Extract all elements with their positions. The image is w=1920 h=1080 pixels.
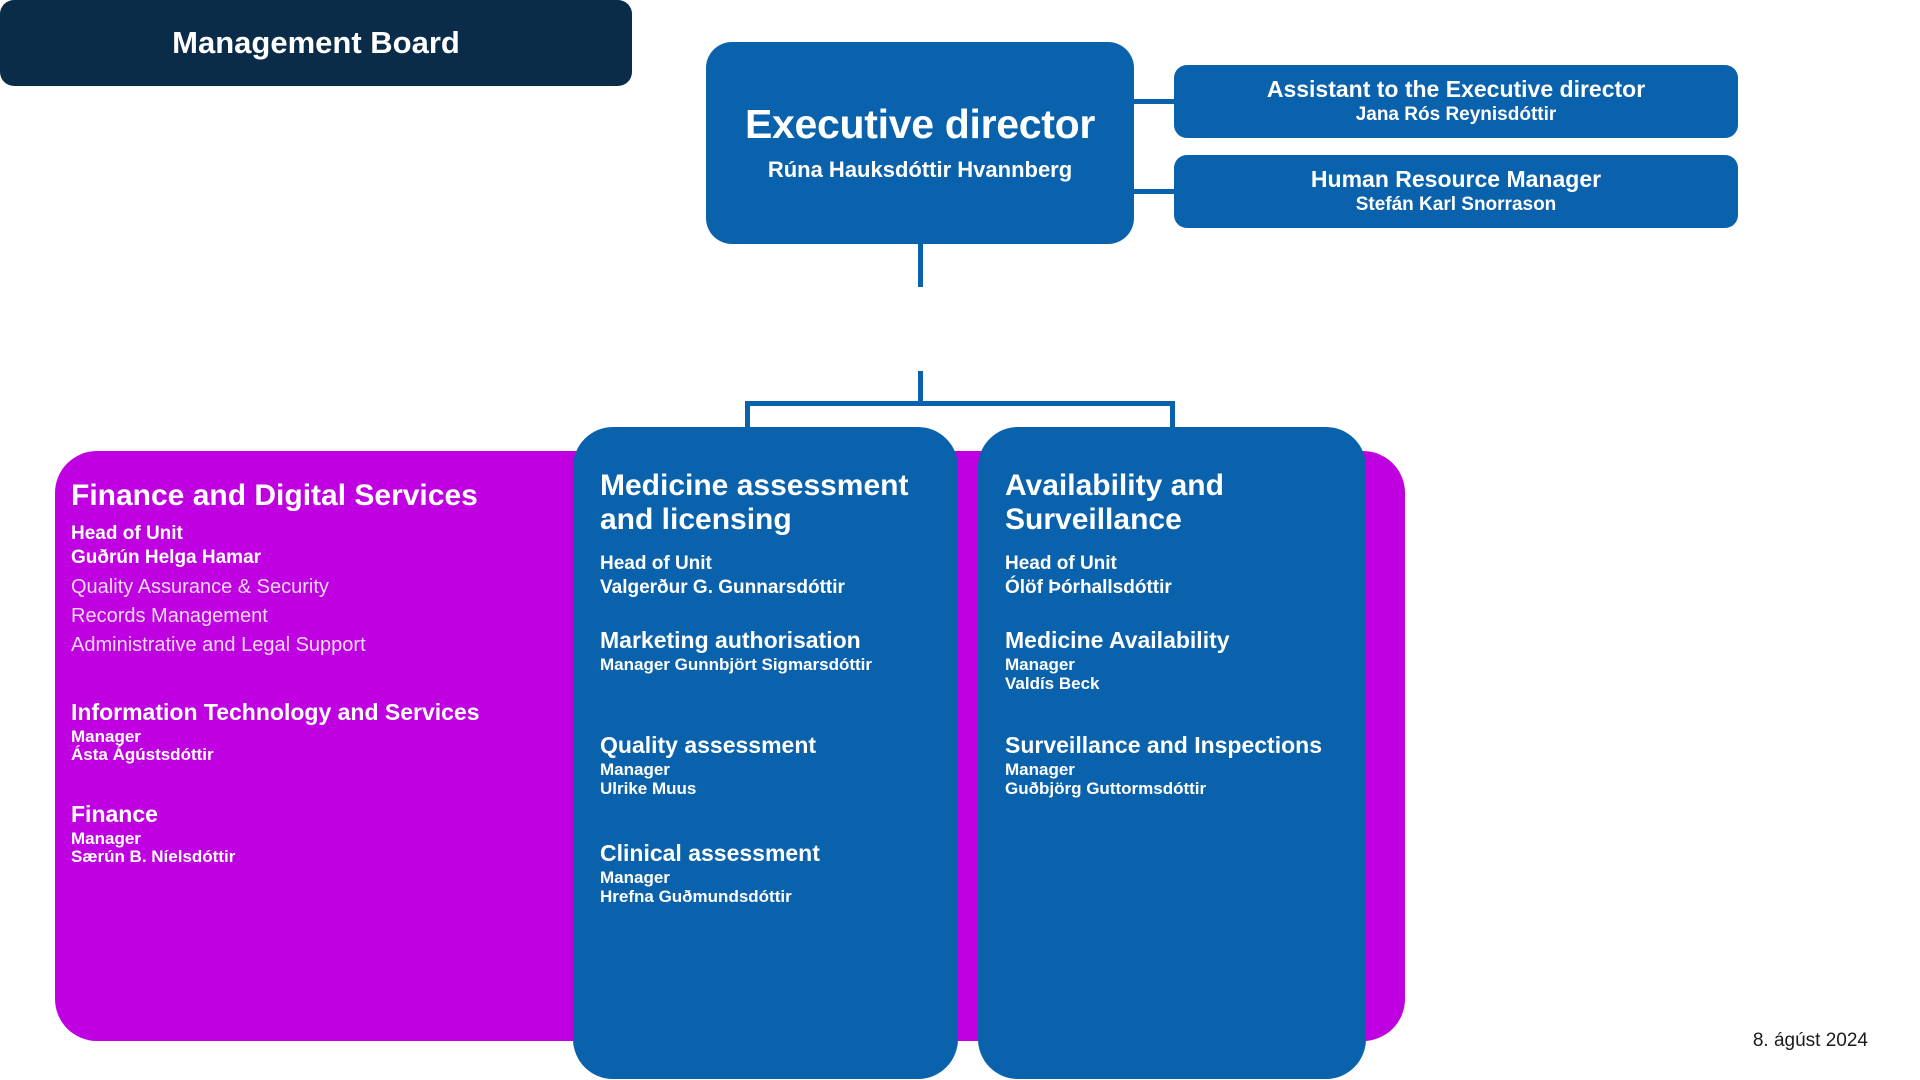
- connector-exec-to-hr: [1134, 189, 1176, 194]
- section-manager-name: Særún B. Níelsdóttir: [71, 847, 236, 867]
- management-board-title: Management Board: [172, 25, 460, 60]
- finance-unit-title: Finance and Digital Services: [71, 479, 478, 512]
- section-role: Manager: [600, 868, 670, 888]
- medicine-section-quality-assessment: Quality assessment Manager Ulrike Muus: [600, 732, 950, 798]
- section-role: Manager: [600, 760, 670, 780]
- finance-section-finance: Finance Manager Særún B. Níelsdóttir: [71, 801, 611, 866]
- finance-unit-header: Finance and Digital Services Head of Uni…: [71, 479, 571, 570]
- section-title: Surveillance and Inspections: [1005, 732, 1322, 758]
- unit-panel-medicine-assessment-and-licensing[interactable]: Medicine assessment and licensing Head o…: [573, 427, 958, 1079]
- finance-services-list: Quality Assurance & Security Records Man…: [71, 573, 591, 661]
- connector-exec-to-assistant: [1134, 99, 1176, 104]
- executive-director-title: Executive director: [744, 101, 1096, 148]
- section-manager-name: Ulrike Muus: [600, 778, 697, 798]
- section-manager-name: Valdís Beck: [1005, 673, 1100, 693]
- list-item: Administrative and Legal Support: [71, 634, 366, 657]
- section-role: Manager: [71, 727, 141, 747]
- availability-unit-title: Availability and Surveillance: [1005, 469, 1224, 536]
- section-title: Clinical assessment: [600, 840, 820, 866]
- finance-head-of-unit-label: Head of Unit: [71, 523, 183, 544]
- availability-section-medicine-availability: Medicine Availability Manager Valdís Bec…: [1005, 627, 1355, 693]
- chart-date-label: 8. ágúst 2024: [1752, 1030, 1868, 1051]
- section-title: Medicine Availability: [1005, 627, 1230, 653]
- assistant-name: Jana Rós Reynisdóttir: [1355, 104, 1557, 126]
- medicine-section-marketing-authorisation: Marketing authorisation Manager Gunnbjör…: [600, 627, 950, 675]
- hr-manager-title: Human Resource Manager: [1310, 165, 1602, 192]
- executive-director-box[interactable]: Executive director Rúna Hauksdóttir Hvan…: [706, 42, 1134, 244]
- connector-board-stem: [918, 371, 923, 404]
- availability-head-of-unit-label: Head of Unit: [1005, 553, 1117, 575]
- assistant-title: Assistant to the Executive director: [1266, 75, 1646, 102]
- availability-unit-header: Availability and Surveillance Head of Un…: [1005, 469, 1325, 600]
- medicine-unit-title: Medicine assessment and licensing: [600, 469, 909, 536]
- finance-head-of-unit-name: Guðrún Helga Hamar: [71, 546, 262, 568]
- medicine-head-of-unit-name: Valgerður G. Gunnarsdóttir: [600, 577, 845, 599]
- medicine-unit-header: Medicine assessment and licensing Head o…: [600, 469, 920, 600]
- unit-panel-availability-and-surveillance[interactable]: Availability and Surveillance Head of Un…: [978, 427, 1366, 1079]
- management-board-box[interactable]: Management Board: [0, 0, 632, 86]
- section-title: Finance: [71, 801, 158, 827]
- section-role: Manager: [1005, 655, 1075, 675]
- executive-director-name: Rúna Hauksdóttir Hvannberg: [767, 156, 1073, 182]
- availability-head-of-unit-name: Ólöf Þórhallsdóttir: [1005, 577, 1172, 599]
- section-role: Manager: [1005, 760, 1075, 780]
- finance-section-information-technology: Information Technology and Services Mana…: [71, 699, 611, 764]
- section-manager-name: Guðbjörg Guttormsdóttir: [1005, 778, 1207, 798]
- section-role: Manager: [71, 829, 141, 849]
- section-manager-name: Hrefna Guðmundsdóttir: [600, 886, 792, 906]
- section-role: Manager Gunnbjört Sigmarsdóttir: [600, 655, 873, 675]
- connector-board-to-availability: [1170, 401, 1175, 441]
- hr-manager-name: Stefán Karl Snorrason: [1355, 194, 1557, 216]
- availability-section-surveillance-and-inspections: Surveillance and Inspections Manager Guð…: [1005, 732, 1355, 798]
- section-title: Quality assessment: [600, 732, 817, 758]
- list-item: Records Management: [71, 605, 268, 628]
- section-manager-name: Ásta Ágústsdóttir: [71, 745, 214, 765]
- connector-exec-to-board: [918, 243, 923, 287]
- section-title: Marketing authorisation: [600, 627, 861, 653]
- human-resource-manager-box[interactable]: Human Resource Manager Stefán Karl Snorr…: [1174, 155, 1738, 228]
- assistant-to-executive-director-box[interactable]: Assistant to the Executive director Jana…: [1174, 65, 1738, 138]
- connector-board-horizontal: [745, 401, 1175, 406]
- medicine-head-of-unit-label: Head of Unit: [600, 553, 712, 575]
- connector-board-to-medicine: [745, 401, 750, 441]
- list-item: Quality Assurance & Security: [71, 576, 329, 598]
- section-title: Information Technology and Services: [71, 699, 480, 725]
- medicine-section-clinical-assessment: Clinical assessment Manager Hrefna Guðmu…: [600, 840, 950, 906]
